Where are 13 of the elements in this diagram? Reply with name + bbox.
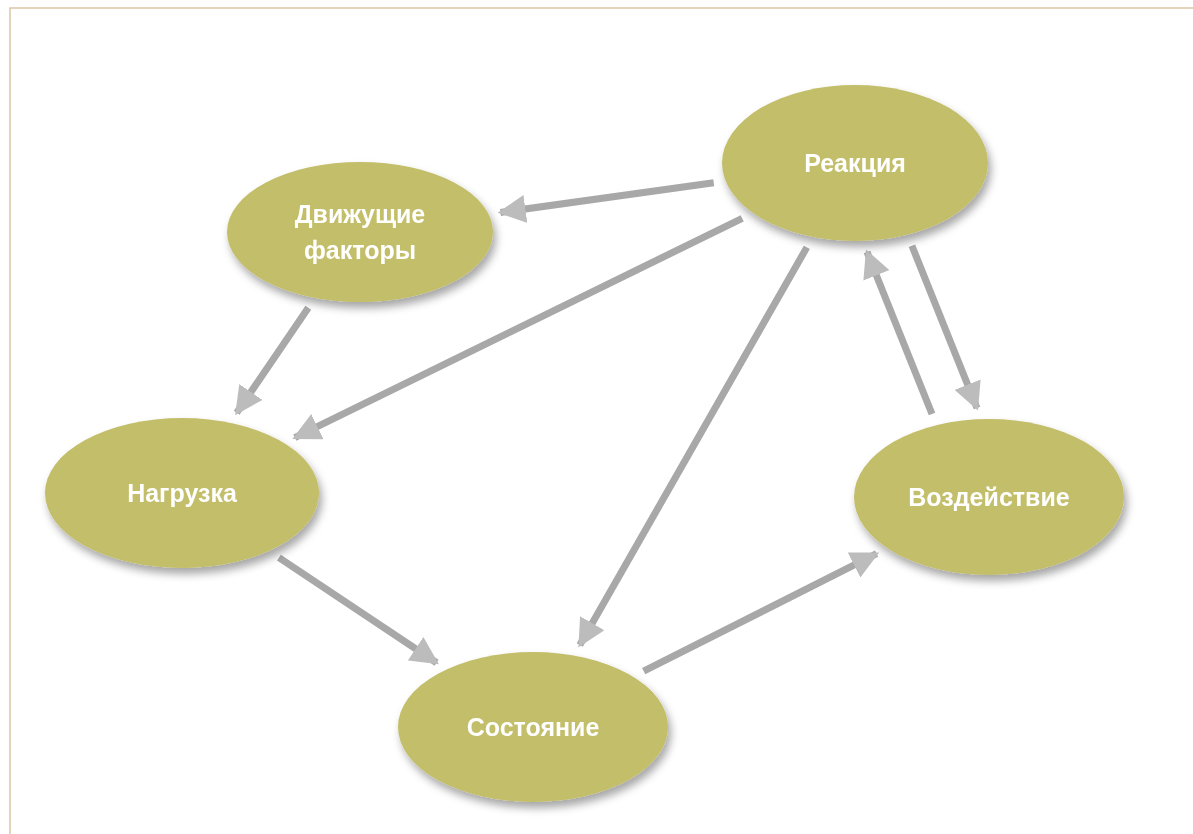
arrow — [576, 245, 810, 648]
arrow — [292, 215, 744, 441]
node-label: Движущие факторы — [293, 198, 427, 266]
node-label: Состояние — [466, 711, 600, 743]
arrow — [642, 550, 880, 675]
node-label: Воздействие — [908, 481, 1070, 513]
node-label: Реакция — [804, 147, 906, 179]
arrow — [233, 305, 312, 416]
arrow — [497, 179, 715, 223]
arrow — [277, 554, 439, 666]
arrow — [908, 244, 981, 411]
arrow — [863, 249, 936, 416]
node-label: Нагрузка — [127, 477, 237, 509]
